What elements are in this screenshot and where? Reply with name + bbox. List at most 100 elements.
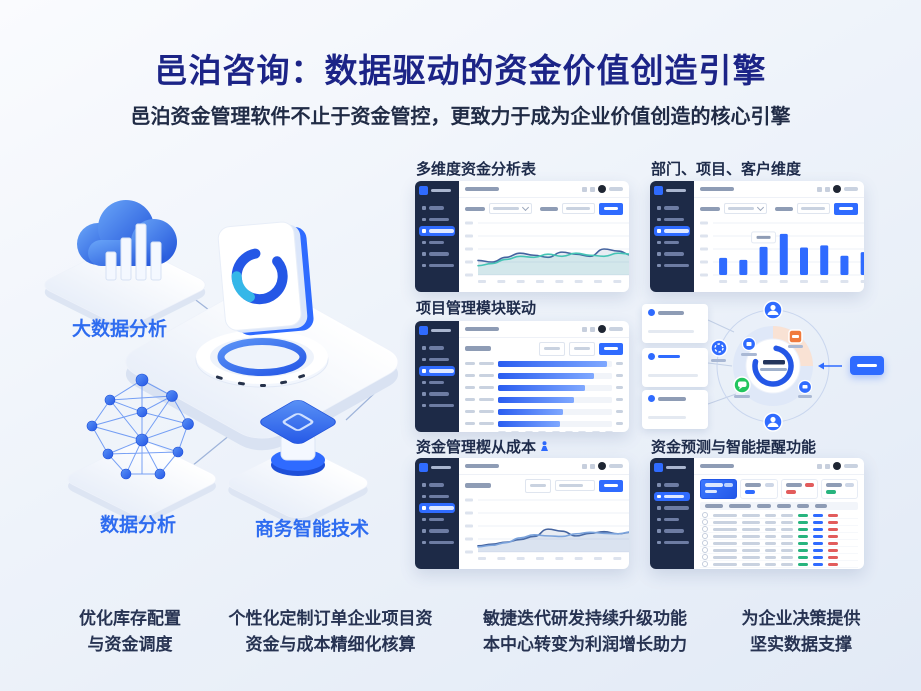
menu-item-icon bbox=[422, 357, 426, 361]
mock-menu-item bbox=[419, 215, 455, 225]
card-title bbox=[658, 354, 680, 359]
row-icon bbox=[702, 561, 708, 567]
menu-item-label bbox=[428, 517, 444, 521]
cell-status bbox=[813, 541, 823, 545]
menu-item-icon bbox=[657, 529, 661, 533]
hbar-value bbox=[616, 397, 623, 402]
cell-text bbox=[781, 541, 793, 545]
page-subtitle: 邑泊资金管理软件不止于资金管控，更致力于成为企业价值创造的核心引擎 bbox=[130, 106, 791, 128]
logo-icon bbox=[654, 186, 663, 195]
wallet-icon bbox=[797, 379, 813, 398]
y-tick-label bbox=[465, 537, 473, 541]
row-label bbox=[465, 385, 475, 390]
business-intelligence-label: 商务智能技术 bbox=[255, 519, 370, 540]
toolbar-row bbox=[465, 478, 623, 493]
hbar-bar bbox=[498, 420, 560, 427]
mock-menu-item bbox=[419, 238, 455, 248]
dropdown-select bbox=[489, 203, 532, 214]
row-label bbox=[465, 397, 475, 402]
axis-tick-label bbox=[498, 431, 506, 432]
query-button bbox=[599, 202, 623, 215]
x-tick-label bbox=[497, 557, 506, 560]
card-title bbox=[658, 396, 686, 401]
logo-icon bbox=[419, 186, 428, 195]
logo-icon bbox=[654, 463, 663, 472]
menu-item-label bbox=[663, 263, 689, 267]
big-data-label: 大数据分析 bbox=[72, 319, 168, 340]
row-icon bbox=[702, 512, 708, 518]
mock-logo bbox=[419, 186, 455, 195]
row-icon bbox=[702, 547, 708, 553]
row-label bbox=[465, 421, 475, 426]
hbar-row bbox=[465, 359, 623, 368]
menu-item-icon bbox=[422, 517, 426, 521]
toggle-button bbox=[539, 341, 565, 356]
mock-menu-item bbox=[654, 238, 690, 248]
x-tick-label bbox=[478, 557, 486, 560]
panel5-label: 资金管理楔从成本 bbox=[416, 436, 549, 457]
cell-status bbox=[798, 527, 808, 531]
window-title bbox=[465, 464, 499, 468]
light-blue-line bbox=[477, 531, 629, 548]
mock-menu-item bbox=[419, 366, 455, 376]
x-tick-label bbox=[536, 280, 544, 283]
pedestal bbox=[125, 285, 399, 451]
filter-row bbox=[465, 202, 623, 215]
mock-menu-item bbox=[654, 515, 690, 525]
query-button bbox=[834, 202, 858, 215]
cell-status bbox=[798, 520, 808, 524]
date-input bbox=[555, 480, 595, 491]
dashboard-forecast-table bbox=[650, 458, 864, 569]
table-header bbox=[700, 502, 858, 510]
menu-item-label bbox=[663, 206, 679, 210]
mock-menu-item bbox=[419, 515, 455, 525]
cell-text bbox=[713, 541, 737, 545]
bar-chart-illustration bbox=[105, 223, 162, 281]
axis-tick-label bbox=[605, 431, 613, 432]
mock-topbar bbox=[694, 181, 864, 198]
hbar-bar bbox=[498, 384, 585, 391]
menu-item-icon bbox=[422, 252, 426, 256]
cell-text bbox=[742, 562, 760, 566]
menu-item-icon bbox=[422, 263, 426, 267]
mock-sidebar bbox=[650, 458, 694, 569]
logo-text bbox=[431, 328, 451, 333]
cell-status bbox=[828, 520, 838, 524]
mock-menu-item bbox=[654, 538, 690, 548]
hbar-value bbox=[616, 385, 623, 390]
cell-status bbox=[828, 541, 838, 545]
menu-item-icon bbox=[422, 217, 426, 221]
x-tick-label bbox=[497, 280, 506, 283]
doc-icon bbox=[788, 329, 803, 348]
x-tick-label bbox=[536, 557, 544, 560]
cell-text bbox=[781, 513, 793, 517]
cell-text bbox=[742, 555, 760, 559]
cell-status bbox=[798, 562, 808, 566]
row-label bbox=[479, 373, 494, 378]
menu-item-icon bbox=[657, 252, 661, 256]
hbar-value bbox=[616, 361, 623, 366]
footnote-2: 个性化定制订单企业项目资资金与成本精细化核算 bbox=[228, 609, 433, 655]
chevron-down-icon bbox=[521, 203, 529, 212]
bar-chart bbox=[700, 221, 864, 283]
settings-icon bbox=[590, 326, 595, 332]
hbar-track bbox=[498, 360, 612, 367]
module-linkage-diagram bbox=[642, 296, 894, 438]
cell-text bbox=[713, 520, 737, 524]
x-tick-label bbox=[613, 557, 622, 560]
axis-tick-label bbox=[538, 431, 547, 432]
mock-menu-item bbox=[419, 203, 455, 213]
cell-text bbox=[713, 562, 737, 566]
hbar-row bbox=[465, 371, 623, 380]
bar bbox=[779, 233, 788, 275]
cell-status bbox=[798, 541, 808, 545]
menu-item-label bbox=[663, 240, 679, 244]
stat-card bbox=[780, 479, 818, 499]
cell-status bbox=[828, 548, 838, 552]
isometric-illustration bbox=[44, 200, 399, 525]
dark-blue-line-area bbox=[478, 249, 629, 275]
cell-status bbox=[798, 548, 808, 552]
x-tick-label bbox=[594, 280, 602, 283]
table-row bbox=[700, 540, 858, 547]
